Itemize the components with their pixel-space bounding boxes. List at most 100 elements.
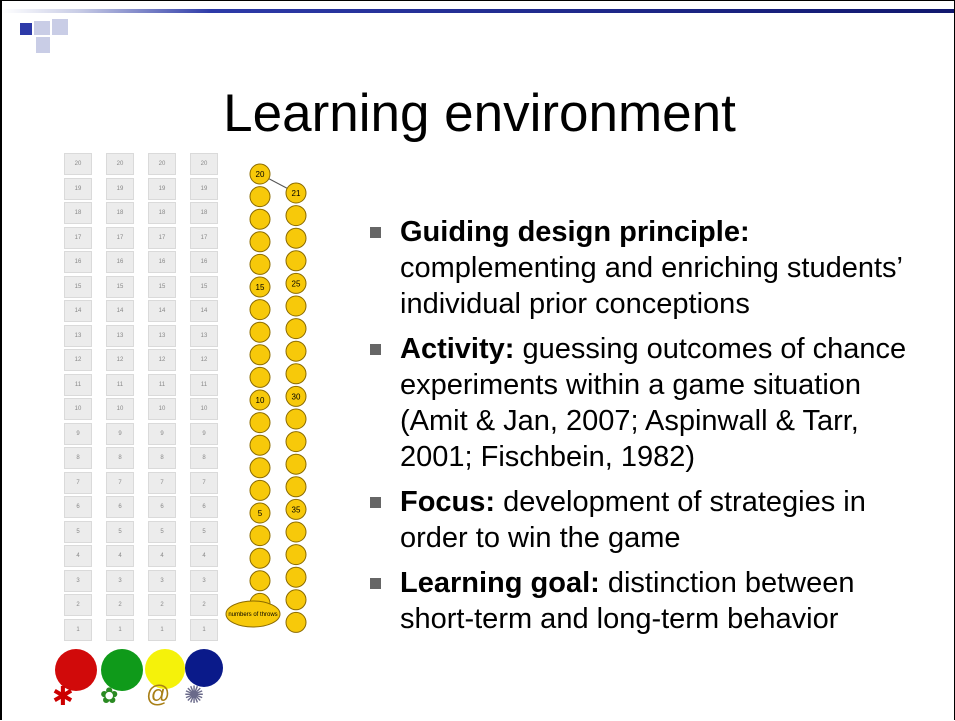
board-cell: 6: [190, 496, 218, 518]
track-space: [249, 525, 271, 547]
board-cell: 7: [190, 471, 218, 494]
board-cell: 12: [148, 349, 176, 371]
track-space: [285, 340, 307, 362]
board-cell: 19: [190, 177, 218, 200]
track-space: 30: [285, 385, 307, 407]
bullet-guiding-principle: Guiding design principle: complementing …: [370, 214, 930, 322]
board-cell: 5: [106, 520, 134, 543]
board-cell: 14: [106, 300, 134, 322]
board-cell: 9: [190, 422, 218, 445]
board-cell: 18: [190, 202, 218, 224]
board-cell: 8: [64, 447, 92, 469]
track-space: [285, 589, 307, 611]
board-cell: 7: [64, 471, 92, 494]
svg-text:35: 35: [292, 505, 301, 514]
board-cell: 9: [106, 422, 134, 445]
board-cell: 12: [190, 349, 218, 371]
player-ant-marker: [55, 649, 97, 691]
bullet-focus: Focus: development of strategies in orde…: [370, 484, 930, 556]
track-space: [249, 186, 271, 208]
board-cell: 18: [64, 202, 92, 224]
board-cell: 10: [190, 398, 218, 420]
board-cell: 5: [190, 520, 218, 543]
slide-title: Learning environment: [223, 84, 736, 143]
player-snail-marker: [145, 649, 185, 689]
track-space: [249, 253, 271, 275]
board-cell: 15: [106, 275, 134, 298]
track-space: 10: [249, 389, 271, 411]
track-space: [249, 366, 271, 388]
frog-icon: ✿: [100, 683, 119, 708]
track-space: [285, 521, 307, 543]
board-cell: 11: [148, 373, 176, 396]
bullet-text: guessing outcomes of chance experiments …: [400, 333, 907, 473]
decor-square: [20, 23, 32, 35]
board-cell: 15: [148, 275, 176, 298]
bullet-marker: [370, 344, 381, 355]
track-space: [249, 231, 271, 253]
board-cell: 13: [190, 324, 218, 347]
track-space: [285, 408, 307, 430]
decor-square: [34, 21, 50, 35]
board-cell: 17: [148, 226, 176, 249]
board-cell: 12: [64, 349, 92, 371]
board-cell: 4: [148, 545, 176, 567]
board-cell: 7: [148, 471, 176, 494]
board-cell: 2: [190, 594, 218, 616]
bullet-marker: [370, 578, 381, 589]
board-cell: 15: [64, 275, 92, 298]
track-space: [249, 479, 271, 501]
player-hedgehog-marker: [185, 649, 223, 687]
svg-text:30: 30: [292, 392, 301, 401]
board-cell: 13: [64, 324, 92, 347]
ant-icon: ✱: [52, 681, 74, 711]
board-cell: 1: [190, 618, 218, 641]
board-cell: 10: [148, 398, 176, 420]
board-cell: 17: [106, 226, 134, 249]
svg-text:20: 20: [256, 170, 265, 179]
board-cell: 11: [190, 373, 218, 396]
track-space: 21: [285, 182, 307, 204]
bullet-label: Focus:: [400, 486, 496, 518]
board-cell: 1: [64, 618, 92, 641]
board-cell: 3: [190, 569, 218, 592]
board-cell: 5: [64, 520, 92, 543]
board-cell: 12: [106, 349, 134, 371]
bullet-text: development of strategies in order to wi…: [400, 486, 866, 554]
board-cell: 20: [64, 153, 92, 175]
track-space: [285, 363, 307, 385]
board-cell: 6: [64, 496, 92, 518]
track-space: [249, 299, 271, 321]
board-cell: 3: [106, 569, 134, 592]
board-cell: 3: [64, 569, 92, 592]
track-space: [285, 611, 307, 633]
board-cell: 2: [106, 594, 134, 616]
board-cell: 2: [64, 594, 92, 616]
board-cell: 14: [64, 300, 92, 322]
board-cell: 19: [64, 177, 92, 200]
svg-text:21: 21: [292, 189, 301, 198]
board-cell: 17: [190, 226, 218, 249]
track-space: [285, 205, 307, 227]
board-cell: 16: [64, 251, 92, 273]
track-space: [285, 544, 307, 566]
bullet-label: Activity:: [400, 333, 515, 365]
svg-text:10: 10: [256, 396, 265, 405]
board-cell: 9: [64, 422, 92, 445]
bullet-activity: Activity: guessing outcomes of chance ex…: [370, 331, 930, 475]
track-space: 20: [249, 163, 271, 185]
track-space: [249, 570, 271, 592]
board-cell: 16: [190, 251, 218, 273]
svg-text:15: 15: [256, 283, 265, 292]
track-space: 5: [249, 502, 271, 524]
track-space: [285, 295, 307, 317]
board-cell: 19: [106, 177, 134, 200]
start-space: numbers of throws: [225, 600, 281, 628]
bullet-list: Guiding design principle: complementing …: [370, 214, 930, 646]
title-bar-gradient: [2, 9, 954, 13]
